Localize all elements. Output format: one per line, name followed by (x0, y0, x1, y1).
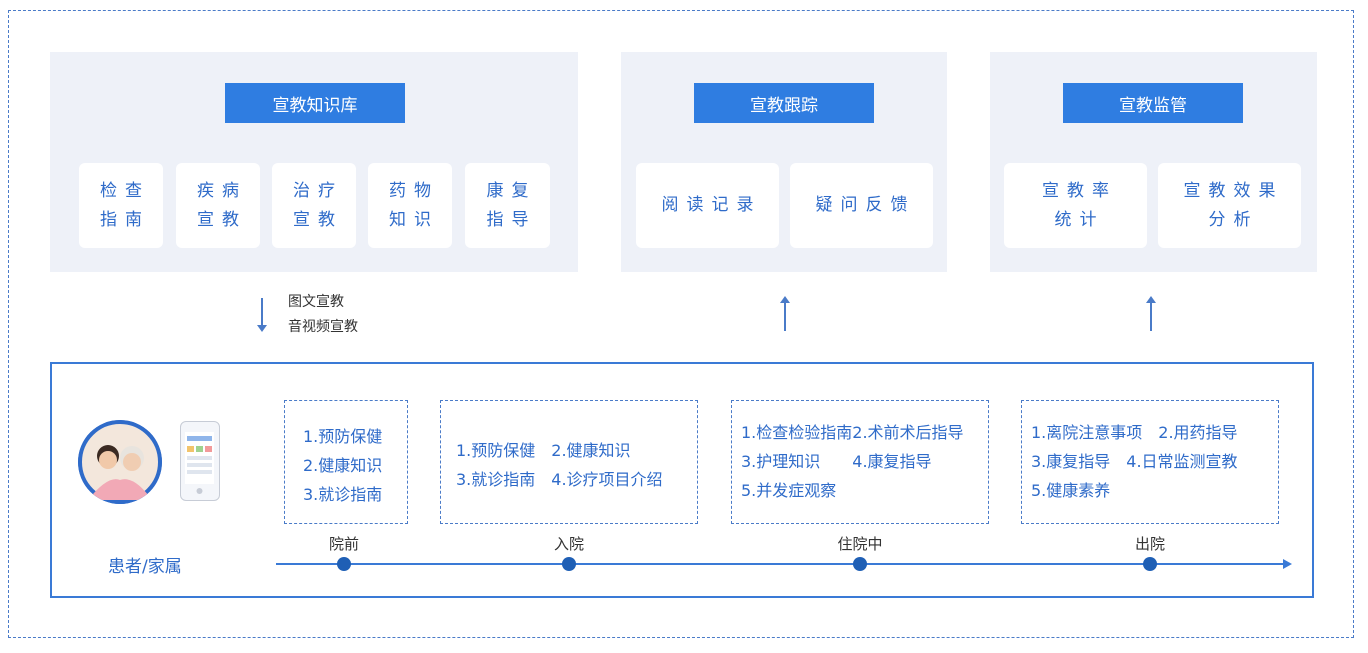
card-drug-knowledge[interactable]: 药物 知识 (368, 163, 452, 248)
up-arrow-icon (780, 296, 790, 331)
card-inspection-guide[interactable]: 检查 指南 (79, 163, 163, 248)
card-line: 宣教 (293, 209, 343, 230)
timeline-dot (1143, 557, 1157, 571)
stage-line: 3.护理知识 4.康复指导 (741, 452, 932, 471)
card-line: 治疗 (293, 180, 343, 201)
card-effect-analysis[interactable]: 宣教效果 分析 (1158, 163, 1301, 248)
patient-family-label: 患者/家属 (108, 557, 182, 577)
stage-label-inpatient: 住院中 (837, 535, 883, 553)
card-rehab-guide[interactable]: 康复 指导 (465, 163, 550, 248)
card-line: 宣教 (197, 209, 247, 230)
method-graphic-text: 图文宣教 (288, 294, 344, 310)
patient-journey-box (50, 362, 1314, 598)
supervision-title: 宣教监管 (1063, 83, 1243, 123)
card-line: 统计 (1054, 209, 1105, 230)
card-education-rate[interactable]: 宣教率 统计 (1004, 163, 1147, 248)
timeline-arrow-icon (1283, 559, 1292, 569)
knowledge-title: 宣教知识库 (225, 83, 405, 123)
stage-box-pre-hospital: 1.预防保健 2.健康知识 3.就诊指南 (284, 400, 408, 524)
card-line: 分析 (1208, 209, 1259, 230)
stage-label-pre-hospital: 院前 (328, 535, 360, 553)
stage-box-inpatient: 1.检查检验指南2.术前术后指导 3.护理知识 4.康复指导 5.并发症观察 (731, 400, 989, 524)
card-line: 康复 (486, 180, 537, 201)
stage-line: 5.并发症观察 (741, 481, 837, 500)
card-question-feedback[interactable]: 疑问反馈 (790, 163, 933, 248)
method-labels: 图文宣教 音视频宣教 (288, 290, 358, 340)
card-line: 宣教效果 (1183, 180, 1284, 201)
stage-line: 2.健康知识 (303, 456, 383, 475)
stage-line: 3.康复指导 4.日常监测宣教 (1031, 452, 1238, 471)
card-line: 宣教率 (1042, 180, 1117, 201)
card-line: 药物 (389, 180, 439, 201)
stage-line: 1.离院注意事项 2.用药指导 (1031, 423, 1238, 442)
stage-line: 3.就诊指南 (303, 485, 383, 504)
stage-label-discharge: 出院 (1134, 535, 1166, 553)
patient-family-avatar (78, 420, 162, 504)
timeline-line (276, 563, 1286, 565)
knowledge-panel: 宣教知识库 检查 指南 疾病 宣教 治疗 宣教 药物 知识 康复 指导 (50, 52, 578, 272)
stage-line: 1.预防保健 2.健康知识 (456, 441, 631, 460)
card-line: 阅读记录 (661, 195, 762, 215)
stage-line: 5.健康素养 (1031, 481, 1111, 500)
stage-line: 1.预防保健 (303, 427, 383, 446)
mobile-phone-icon (180, 421, 220, 501)
card-line: 疾病 (197, 180, 247, 201)
tracking-panel: 宣教跟踪 阅读记录 疑问反馈 (621, 52, 947, 272)
stage-line: 3.就诊指南 4.诊疗项目介绍 (456, 470, 663, 489)
timeline-dot (562, 557, 576, 571)
card-line: 知识 (389, 209, 439, 230)
card-disease-education[interactable]: 疾病 宣教 (176, 163, 260, 248)
supervision-panel: 宣教监管 宣教率 统计 宣教效果 分析 (990, 52, 1317, 272)
outer-frame (8, 10, 1354, 638)
card-line: 检查 (100, 180, 150, 201)
method-audio-video: 音视频宣教 (288, 319, 358, 335)
stage-label-admission: 入院 (553, 535, 585, 553)
stage-line: 1.检查检验指南2.术前术后指导 (741, 423, 964, 442)
stage-box-admission: 1.预防保健 2.健康知识 3.就诊指南 4.诊疗项目介绍 (440, 400, 698, 524)
card-line: 疑问反馈 (815, 195, 916, 215)
down-arrow-icon (257, 298, 267, 332)
timeline-dot (853, 557, 867, 571)
stage-box-discharge: 1.离院注意事项 2.用药指导 3.康复指导 4.日常监测宣教 5.健康素养 (1021, 400, 1279, 524)
timeline-dot (337, 557, 351, 571)
card-reading-record[interactable]: 阅读记录 (636, 163, 779, 248)
card-line: 指南 (100, 209, 150, 230)
tracking-title: 宣教跟踪 (694, 83, 874, 123)
card-treatment-education[interactable]: 治疗 宣教 (272, 163, 356, 248)
card-line: 指导 (486, 209, 537, 230)
up-arrow-icon (1146, 296, 1156, 331)
